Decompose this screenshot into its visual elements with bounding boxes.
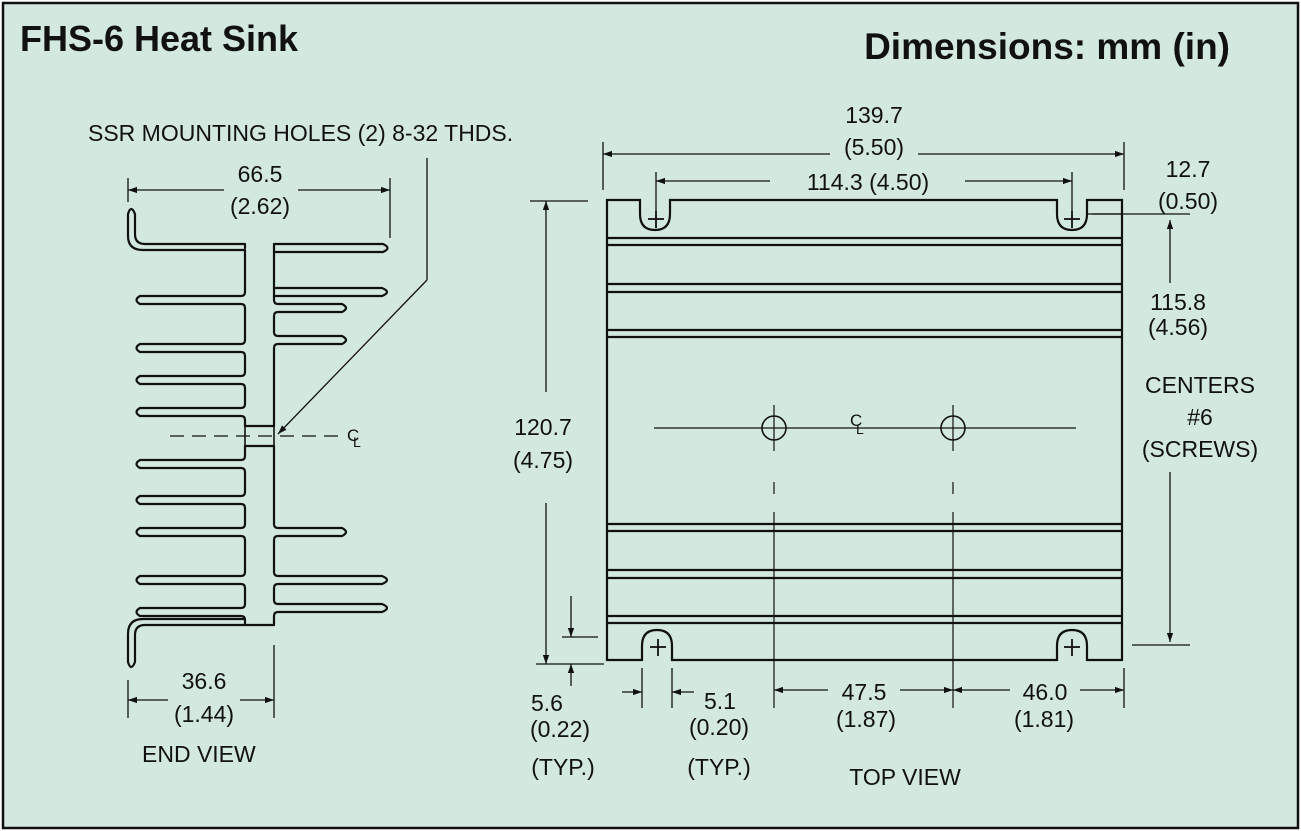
edge-offset-in: (0.50): [1158, 188, 1218, 214]
edge-offset-mm: 12.7: [1166, 156, 1211, 182]
hole-to-edge-mm: 46.0: [1023, 679, 1068, 705]
overall-length-mm: 139.7: [845, 102, 903, 128]
centerline-symbol: C: [850, 411, 862, 430]
end-width-in: (2.62): [230, 193, 290, 219]
units-note: Dimensions: mm (in): [864, 26, 1230, 67]
slot-width-typ: (TYP.): [687, 754, 750, 780]
centers-note-line-2: #6: [1187, 404, 1213, 430]
screw-center-span-in: (4.56): [1148, 314, 1208, 340]
end-view-caption: END VIEW: [142, 741, 256, 767]
centerline-symbol-l: L: [856, 421, 864, 437]
screw-center-span-mm: 115.8: [1150, 289, 1206, 315]
centerline-symbol-l: L: [353, 434, 361, 450]
slot-width-in: (0.20): [689, 714, 749, 740]
end-view: C L 66.5 (2.62) 36.6 (1.44) SSR MOUNTING…: [88, 120, 513, 767]
slot-offset-typ: (TYP.): [531, 754, 594, 780]
overall-length-in: (5.50): [844, 134, 904, 160]
hole-spacing-mm: 47.5: [842, 679, 887, 705]
end-width-mm: 66.5: [238, 161, 283, 187]
base-width-in: (1.44): [174, 701, 234, 727]
centerline-symbol: C: [347, 426, 359, 445]
hole-to-edge-in: (1.81): [1014, 706, 1074, 732]
slot-offset-mm: 5.6: [531, 690, 563, 716]
height-mm: 120.7: [514, 414, 572, 440]
base-width-mm: 36.6: [182, 668, 227, 694]
mounting-holes-note: SSR MOUNTING HOLES (2) 8-32 THDS.: [88, 120, 513, 146]
screw-span: 114.3 (4.50): [807, 169, 929, 195]
top-view-caption: TOP VIEW: [849, 764, 961, 790]
page-title: FHS-6 Heat Sink: [20, 18, 299, 59]
centers-note-line-3: (SCREWS): [1142, 436, 1258, 462]
top-view: C L 139.7 (5.50) 114.3 (4.50) 12.7 (0.50…: [513, 102, 1258, 790]
slot-offset-in: (0.22): [530, 716, 590, 742]
screw-markers: [648, 211, 1080, 656]
height-in: (4.75): [513, 447, 573, 473]
slot-width-mm: 5.1: [704, 688, 736, 714]
hole-spacing-in: (1.87): [836, 706, 896, 732]
centers-note-line-1: CENTERS: [1145, 372, 1255, 398]
fin-ridges: [607, 236, 1122, 625]
heat-sink-outline: [605, 198, 1124, 662]
mounting-note-leader-arrow: [277, 279, 428, 435]
